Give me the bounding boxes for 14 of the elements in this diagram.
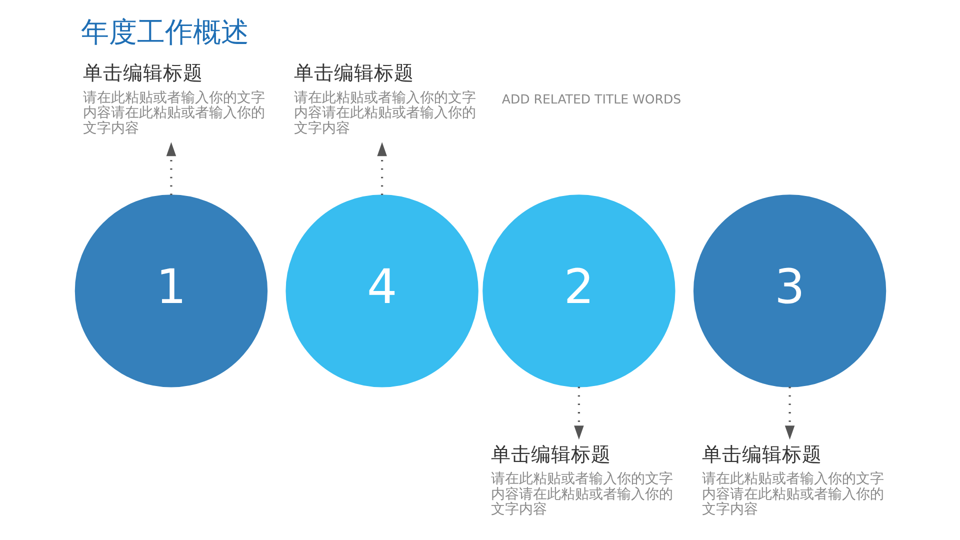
- node-text: 单击编辑标题 请在此粘贴或者输入你的文字内容请在此粘贴或者输入你的文字内容: [294, 62, 476, 136]
- node-text: 单击编辑标题 请在此粘贴或者输入你的文字内容请在此粘贴或者输入你的文字内容: [490, 442, 672, 518]
- arrow: [784, 386, 794, 440]
- node-circle: 1: [74, 194, 268, 388]
- node-circle: 2: [482, 194, 675, 388]
- arrow: [376, 142, 386, 196]
- diagram-title: 年度工作概述: [80, 16, 248, 49]
- arrow: [574, 386, 584, 440]
- node-text: 单击编辑标题 请在此粘贴或者输入你的文字内容请在此粘贴或者输入你的文字内容: [82, 62, 265, 136]
- node-text: 单击编辑标题 请在此粘贴或者输入你的文字内容请在此粘贴或者输入你的文字内容: [701, 442, 884, 518]
- arrow: [166, 142, 176, 196]
- node-circle: 4: [285, 194, 478, 388]
- label: ADD RELATED TITLE WORDS: [501, 91, 681, 106]
- node-circle: 3: [692, 194, 886, 388]
